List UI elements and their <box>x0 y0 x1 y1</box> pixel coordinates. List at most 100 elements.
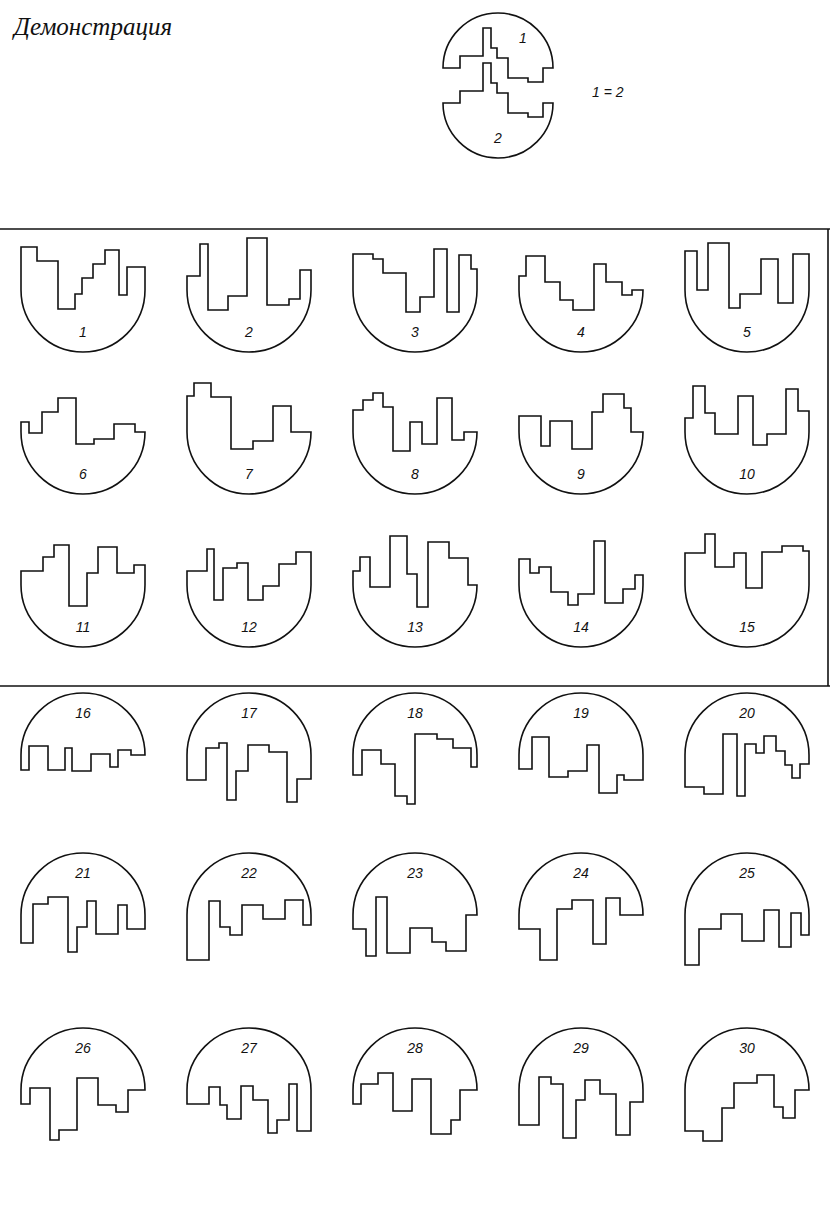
puzzle-piece: 4 <box>516 234 646 355</box>
figure-number: 19 <box>561 705 601 721</box>
figure-number: 24 <box>561 865 601 881</box>
piece-shape <box>353 249 477 352</box>
figure-number: 2 <box>229 324 269 340</box>
separator-line <box>0 685 830 687</box>
piece-shape <box>187 549 311 647</box>
puzzle-piece: 29 <box>516 1025 646 1146</box>
piece-shape <box>21 398 145 494</box>
puzzle-piece: 30 <box>682 1025 812 1146</box>
puzzle-piece: 6 <box>18 376 148 497</box>
puzzle-piece: 26 <box>18 1025 148 1146</box>
figure-number: 15 <box>727 619 767 635</box>
piece-shape <box>519 1028 643 1138</box>
figure-number: 10 <box>727 466 767 482</box>
puzzle-piece: 10 <box>682 376 812 497</box>
handwritten-title: Демонстрация <box>14 12 172 42</box>
figure-number: 18 <box>395 705 435 721</box>
separator-line <box>0 228 830 230</box>
figure-number: 11 <box>63 619 103 635</box>
figure-number: 23 <box>395 865 435 881</box>
piece-shape <box>685 534 809 647</box>
figure-number: 29 <box>561 1040 601 1056</box>
figure-number: 9 <box>561 466 601 482</box>
puzzle-piece: 12 <box>184 529 314 650</box>
piece-shape <box>685 1028 809 1141</box>
piece-shape <box>519 256 643 352</box>
puzzle-piece: 17 <box>184 690 314 811</box>
figure-number: 1 <box>63 324 103 340</box>
piece-shape <box>353 393 477 494</box>
puzzle-piece: 25 <box>682 850 812 971</box>
puzzle-piece: 27 <box>184 1025 314 1146</box>
puzzle-piece: 22 <box>184 850 314 971</box>
figure-number: 5 <box>727 324 767 340</box>
puzzle-piece: 24 <box>516 850 646 971</box>
figure-number: 20 <box>727 705 767 721</box>
piece-shape <box>353 1028 477 1134</box>
puzzle-piece: 8 <box>350 376 480 497</box>
figure-number: 22 <box>229 865 269 881</box>
puzzle-piece: 28 <box>350 1025 480 1146</box>
piece-shape <box>187 693 311 802</box>
piece-shape <box>353 853 477 956</box>
piece-shape <box>519 853 643 960</box>
figure-number: 26 <box>63 1040 103 1056</box>
piece-shape <box>187 383 311 494</box>
figure-number: 1 <box>503 30 543 46</box>
piece-shape <box>353 536 477 647</box>
puzzle-piece: 20 <box>682 690 812 811</box>
figure-number: 2 <box>478 130 518 146</box>
puzzle-piece: 18 <box>350 690 480 811</box>
piece-shape <box>21 247 145 352</box>
piece-shape <box>685 243 809 352</box>
figure-number: 6 <box>63 466 103 482</box>
figure-number: 14 <box>561 619 601 635</box>
figure-number: 30 <box>727 1040 767 1056</box>
puzzle-piece: 21 <box>18 850 148 971</box>
piece-shape <box>443 13 553 82</box>
puzzle-piece: 16 <box>18 690 148 811</box>
puzzle-piece: 13 <box>350 529 480 650</box>
piece-shape <box>21 545 145 647</box>
figure-number: 7 <box>229 466 269 482</box>
piece-shape <box>519 693 643 793</box>
piece-shape <box>21 853 145 952</box>
puzzle-piece: 23 <box>350 850 480 971</box>
frame-line <box>827 229 829 686</box>
puzzle-piece: 7 <box>184 376 314 497</box>
piece-shape <box>519 394 643 494</box>
puzzle-piece: 2 <box>184 234 314 355</box>
figure-number: 27 <box>229 1040 269 1056</box>
piece-shape <box>685 853 809 965</box>
puzzle-piece: 19 <box>516 690 646 811</box>
piece-shape <box>21 1028 145 1140</box>
puzzle-piece: 11 <box>18 529 148 650</box>
puzzle-piece: 3 <box>350 234 480 355</box>
piece-shape <box>187 1028 311 1133</box>
equation-label: 1 = 2 <box>592 84 624 100</box>
puzzle-piece: 2 <box>440 47 556 161</box>
piece-shape <box>187 238 311 352</box>
figure-number: 8 <box>395 466 435 482</box>
figure-number: 12 <box>229 619 269 635</box>
piece-shape <box>21 693 145 771</box>
figure-number: 16 <box>63 705 103 721</box>
puzzle-piece: 1 <box>18 234 148 355</box>
piece-shape <box>443 63 553 158</box>
piece-shape <box>685 386 809 494</box>
puzzle-piece: 14 <box>516 529 646 650</box>
figure-number: 21 <box>63 865 103 881</box>
figure-number: 3 <box>395 324 435 340</box>
puzzle-piece: 15 <box>682 529 812 650</box>
piece-shape <box>187 853 311 960</box>
figure-number: 4 <box>561 324 601 340</box>
piece-shape <box>519 541 643 647</box>
piece-shape <box>685 693 809 796</box>
figure-number: 13 <box>395 619 435 635</box>
puzzle-piece: 9 <box>516 376 646 497</box>
figure-number: 17 <box>229 705 269 721</box>
figure-number: 28 <box>395 1040 435 1056</box>
puzzle-piece: 5 <box>682 234 812 355</box>
piece-shape <box>353 693 477 804</box>
